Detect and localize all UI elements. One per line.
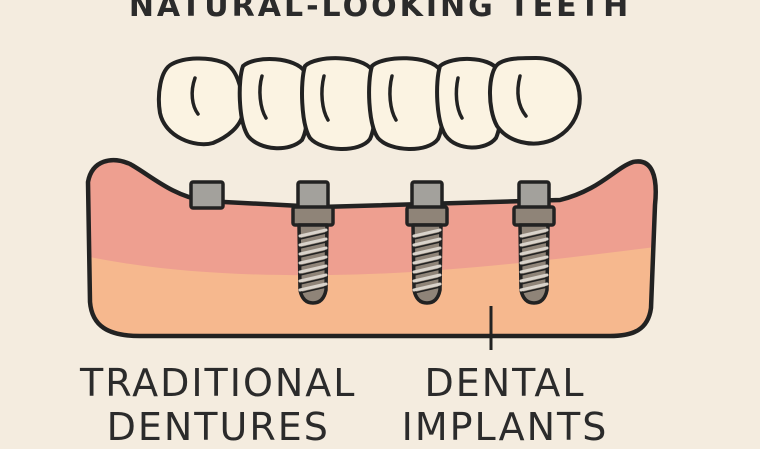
implant-screw-icon <box>405 180 449 305</box>
label-line: DENTURES <box>106 405 330 449</box>
abutment-icon <box>189 180 225 210</box>
label-traditional-dentures: TRADITIONAL DENTURES <box>80 364 356 446</box>
tooth-detail <box>320 74 330 122</box>
tooth-detail <box>516 74 528 118</box>
tooth-detail <box>190 76 200 116</box>
tooth-detail <box>258 74 268 120</box>
tooth-detail <box>454 76 464 120</box>
tooth-icon <box>237 57 311 151</box>
label-line: IMPLANTS <box>401 405 609 449</box>
page-title: NATURAL-LOOKING TEETH <box>128 0 632 24</box>
tooth-icon <box>367 56 446 151</box>
label-dental-implants: DENTAL IMPLANTS <box>400 364 610 446</box>
implant-screw-icon <box>291 180 335 305</box>
tooth-icon <box>156 56 245 147</box>
implant-screw-icon <box>512 180 556 305</box>
teeth-row <box>156 56 582 151</box>
tooth-icon <box>488 56 582 146</box>
implants-group <box>291 180 556 305</box>
diagram: NATURAL-LOOKING TEETH TRADITIONAL DENTUR… <box>80 0 658 446</box>
label-line: TRADITIONAL <box>80 361 357 405</box>
denture-illustration <box>85 56 658 350</box>
tooth-icon <box>435 56 504 150</box>
tooth-icon <box>300 56 378 151</box>
gum-base <box>85 158 658 339</box>
label-line: DENTAL <box>424 361 586 405</box>
gum-outline <box>85 158 658 339</box>
tooth-detail <box>388 74 398 122</box>
